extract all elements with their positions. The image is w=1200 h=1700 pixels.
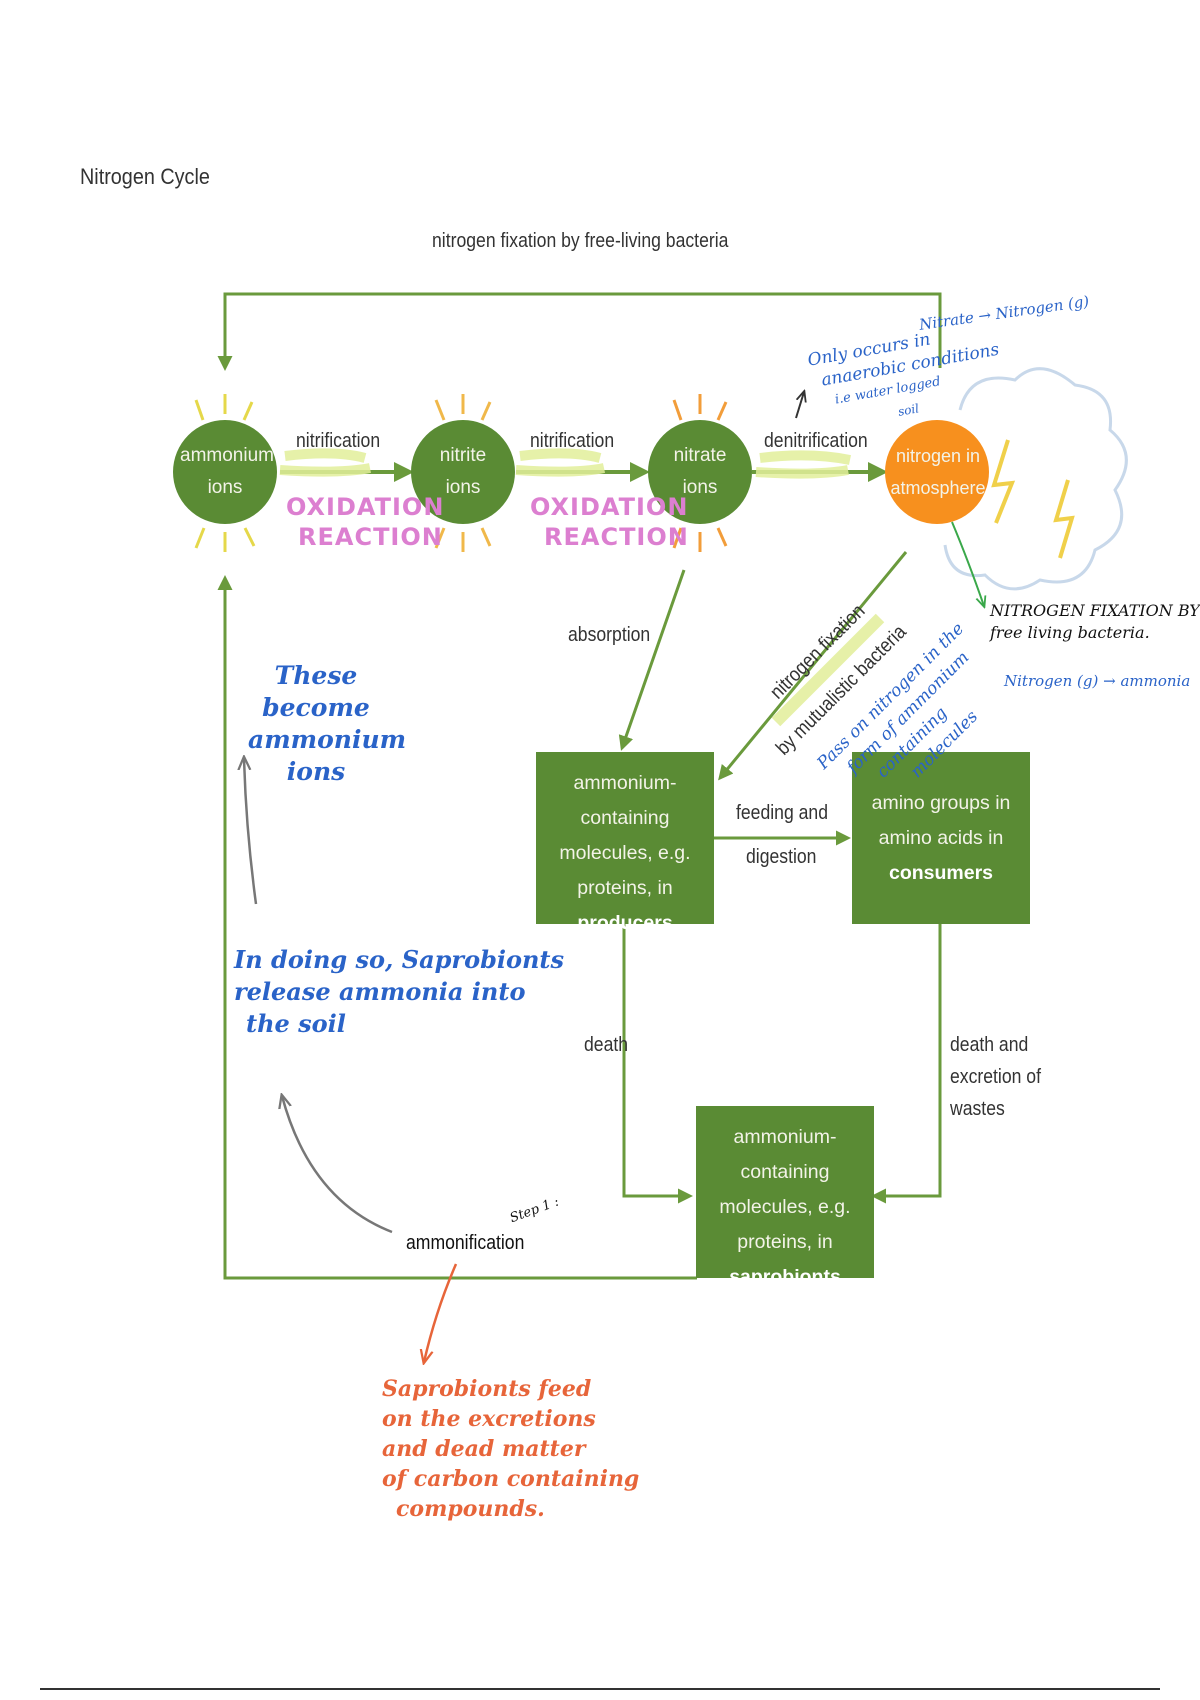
annotation-saprobionts-release: In doing so, Saprobionts release ammonia…	[234, 944, 564, 1040]
edge-label-absorption: absorption	[568, 624, 651, 646]
edge-label-ammonification: ammonification	[406, 1232, 525, 1255]
edge-label-death-excretion-2: excretion of	[950, 1066, 1041, 1088]
oxidation-2a: OXIDATION	[530, 493, 689, 521]
annotation-oxidation-1: OXIDATION REACTION	[286, 492, 444, 552]
label-box-saprobionts: ammonium-containing molecules, e.g. prot…	[702, 1120, 868, 1295]
node-ammonium-text: ammonium ions	[180, 445, 274, 498]
edge-label-nitrification-1: nitrification	[296, 430, 381, 452]
box-producers	[536, 752, 714, 924]
page-title: Nitrogen Cycle	[80, 164, 210, 189]
label-box-producers: ammonium-containing molecules, e.g. prot…	[542, 766, 708, 941]
saprobionts-text: ammonium-containing molecules, e.g. prot…	[719, 1126, 851, 1253]
cloud-icon	[943, 367, 1128, 591]
fixation-note-1: NITROGEN FIXATION BY	[990, 601, 1200, 620]
release-3: the soil	[246, 1009, 346, 1038]
fixation-note-2: free living bacteria.	[990, 623, 1150, 642]
annotation-these-become: These become ammonium ions	[248, 660, 407, 788]
box-consumers	[852, 752, 1030, 924]
edge-label-death: death	[584, 1034, 629, 1056]
release-2: release ammonia into	[234, 977, 526, 1006]
edge-label-death-excretion-3: wastes	[950, 1098, 1005, 1120]
node-atmosphere-text: nitrogen in atmosphere	[890, 446, 986, 498]
oxidation-2b: REACTION	[544, 523, 689, 551]
edge-label-top: nitrogen fixation by free-living bacteri…	[432, 230, 729, 252]
feed-1: Saprobionts feed	[382, 1376, 592, 1402]
annotation-saprobionts-feed: Saprobionts feed on the excretions and d…	[382, 1374, 639, 1524]
arrow-ammonification-return	[217, 575, 697, 1280]
highlight-fixation-label	[771, 613, 885, 727]
label-box-consumers: amino groups in amino acids in consumers	[862, 786, 1020, 891]
arrow-annotation-up	[244, 758, 258, 905]
feed-5: compounds.	[396, 1496, 545, 1522]
label-ammonium-ions: ammonium ions	[180, 440, 274, 504]
become-3: ions	[286, 757, 346, 786]
oxidation-1a: OXIDATION	[286, 493, 445, 521]
become-2: ammonium	[248, 725, 407, 754]
producers-text: ammonium-containing molecules, e.g. prot…	[559, 772, 691, 899]
arrow-fixation-mutualistic	[718, 551, 908, 781]
node-nitrite-ions	[411, 394, 515, 552]
producers-bold: producers	[577, 912, 673, 934]
arrow-annotation-fixation	[951, 521, 984, 606]
label-nitrate-ions: nitrate ions	[664, 440, 736, 504]
edge-label-nitrification-2: nitrification	[530, 430, 615, 452]
arrow-fixation-free-living	[217, 292, 942, 371]
node-ammonium-ions	[173, 394, 277, 552]
edge-label-death-excretion-1: death and	[950, 1034, 1029, 1056]
label-nitrogen-atmosphere: nitrogen in atmosphere	[890, 440, 986, 504]
node-nitrate-ions	[648, 394, 752, 552]
consumers-bold: consumers	[888, 862, 994, 884]
feed-2: on the excretions	[382, 1406, 596, 1432]
become-1: These become	[262, 661, 370, 722]
edge-label-denitrification: denitrification	[764, 430, 868, 452]
arrow-death-excretion	[871, 922, 942, 1204]
arrow-absorption	[618, 569, 686, 751]
arrow-annotation-anaerobic	[795, 392, 804, 419]
edge-label-feeding-2: digestion	[746, 846, 817, 868]
annotation-nitrogen-to-ammonia: Nitrogen (g) → ammonia	[1004, 672, 1191, 690]
arrow-death	[622, 922, 693, 1204]
annotation-fixation-note: NITROGEN FIXATION BY free living bacteri…	[990, 600, 1200, 644]
box-saprobionts	[696, 1106, 874, 1278]
oxidation-1b: REACTION	[298, 523, 443, 551]
node-nitrogen-atmosphere	[885, 420, 989, 524]
lightning-icon	[991, 439, 1075, 559]
feed-3: and dead matter	[382, 1436, 586, 1462]
release-1: In doing so, Saprobionts	[234, 945, 565, 974]
saprobionts-bold: saprobionts	[729, 1266, 841, 1288]
page-bottom-rule	[40, 1688, 1160, 1690]
annotation-oxidation-2: OXIDATION REACTION	[530, 492, 689, 552]
label-nitrite-ions: nitrite ions	[428, 440, 498, 504]
arrow-annotation-release	[282, 1096, 393, 1234]
node-nitrate-text: nitrate ions	[673, 445, 727, 498]
highlight-marks	[279, 448, 851, 479]
consumers-text: amino groups in amino acids in	[871, 792, 1011, 849]
arrow-annotation-feed	[424, 1263, 458, 1362]
edge-label-feeding-1: feeding and	[736, 802, 829, 824]
feed-4: of carbon containing	[382, 1466, 640, 1492]
node-nitrite-text: nitrite ions	[439, 445, 487, 498]
